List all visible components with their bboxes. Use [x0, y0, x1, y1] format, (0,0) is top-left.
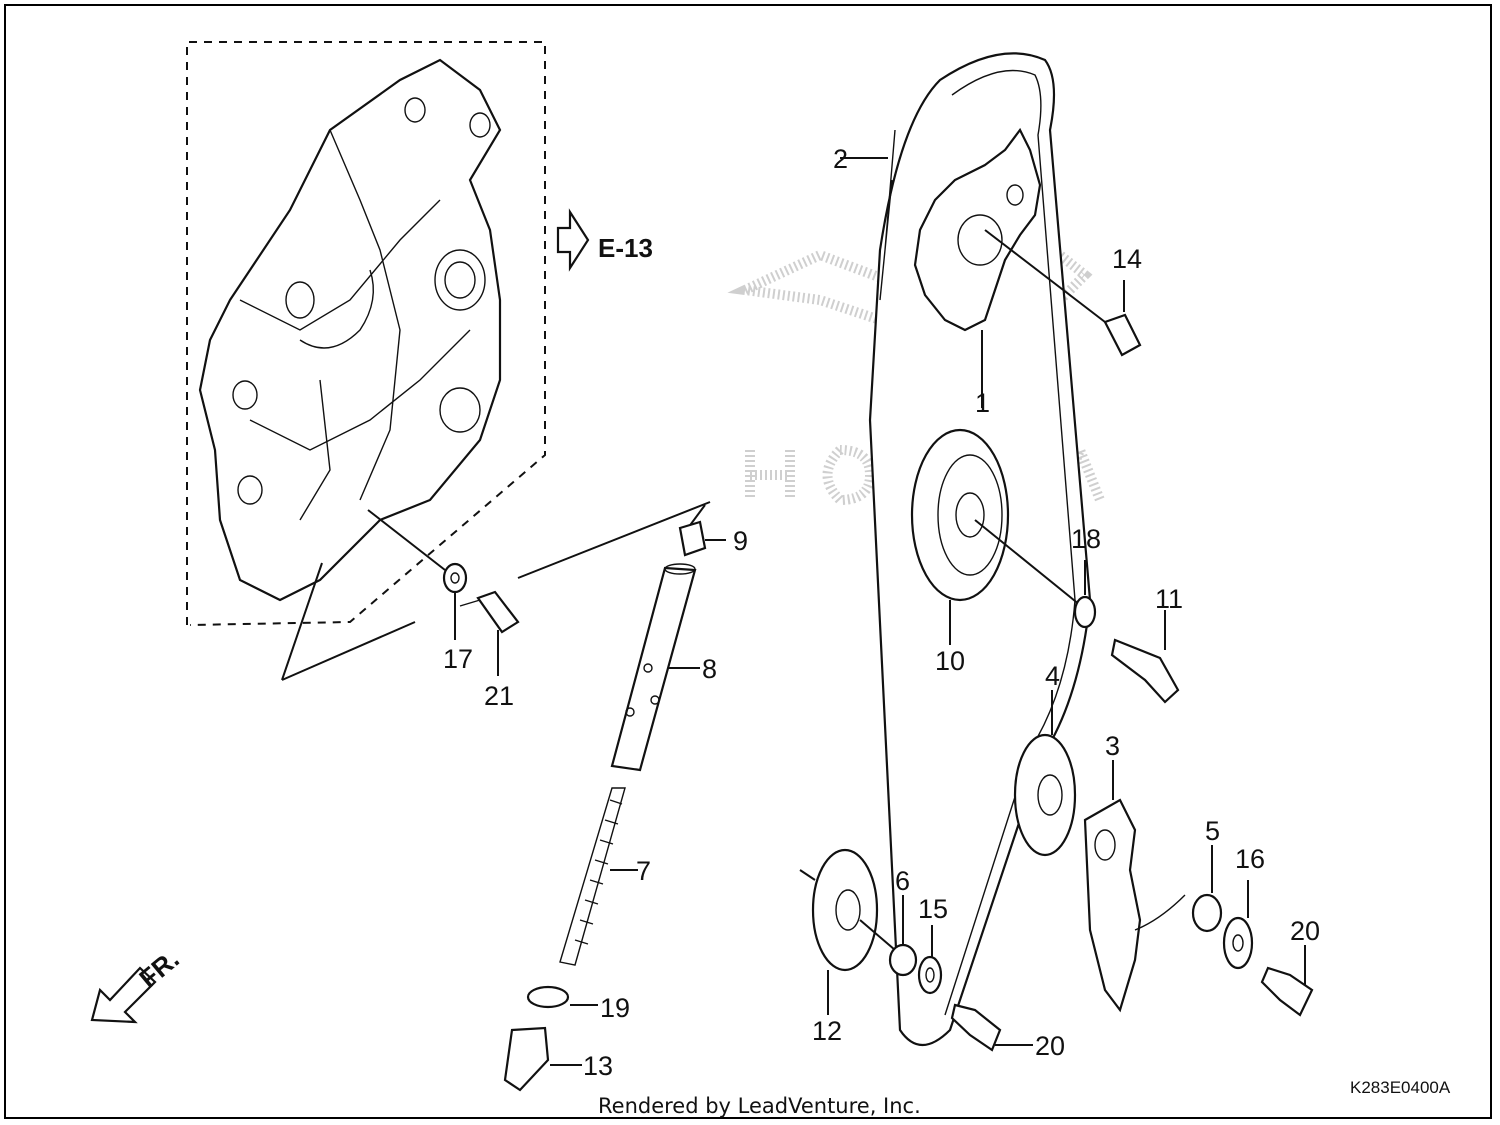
callout-16[interactable]: 16 [1235, 844, 1265, 874]
roller-12-group [799, 848, 1033, 1052]
callout-11[interactable]: 11 [1155, 584, 1183, 614]
callouts: 1 2 3 4 5 6 7 8 9 10 11 12 13 14 15 16 1… [443, 144, 1320, 1081]
callout-6[interactable]: 6 [895, 866, 910, 896]
tensioner-lifter [503, 501, 726, 1092]
callout-14[interactable]: 14 [1112, 244, 1142, 274]
crankcase-assembly-box [186, 41, 546, 626]
callout-2[interactable]: 2 [833, 144, 848, 174]
front-direction-arrow: FR. [90, 944, 185, 1024]
callout-9[interactable]: 9 [733, 526, 748, 556]
callout-18[interactable]: 18 [1071, 524, 1101, 554]
callout-10[interactable]: 10 [935, 646, 965, 676]
callout-4[interactable]: 4 [1045, 661, 1060, 691]
callout-19[interactable]: 19 [600, 993, 630, 1023]
callout-3[interactable]: 3 [1105, 731, 1120, 761]
callout-7[interactable]: 7 [636, 856, 651, 886]
callout-5[interactable]: 5 [1205, 816, 1220, 846]
collar-washer-bolt-right [1191, 845, 1314, 1017]
callout-12[interactable]: 12 [812, 1016, 842, 1046]
credit-text: Rendered by LeadVenture, Inc. [598, 1094, 921, 1118]
reference-label[interactable]: E-13 [598, 233, 653, 263]
reference-arrow: E-13 [556, 208, 653, 272]
callout-15[interactable]: 15 [918, 894, 948, 924]
callout-21[interactable]: 21 [484, 681, 514, 711]
callout-8[interactable]: 8 [702, 654, 717, 684]
callout-17[interactable]: 17 [443, 644, 473, 674]
callout-13[interactable]: 13 [583, 1051, 613, 1081]
guide-roller-10 [910, 428, 1180, 704]
tensioner-arm-3 [1013, 690, 1186, 1013]
callout-20-upper[interactable]: 20 [1290, 916, 1320, 946]
callout-1[interactable]: 1 [975, 388, 990, 418]
bolt-21-washer-17 [281, 509, 520, 681]
crankcase-cover [198, 58, 502, 602]
diagram-code: K283E0400A [1350, 1078, 1451, 1097]
callout-20-lower[interactable]: 20 [1035, 1031, 1065, 1061]
